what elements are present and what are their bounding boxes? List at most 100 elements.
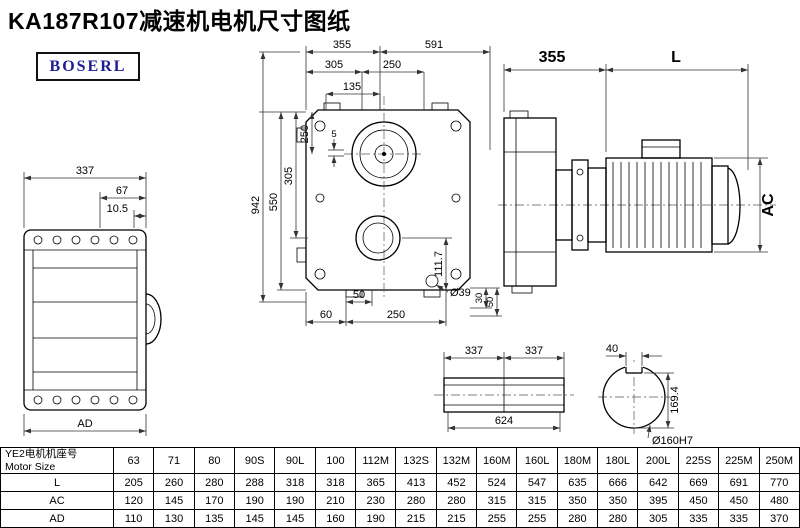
value-cell: 120	[112, 491, 155, 510]
dim-main-591: 591	[425, 39, 443, 51]
value-cell: 666	[597, 473, 639, 492]
value-cell: 280	[395, 491, 437, 510]
value-cell: 318	[314, 473, 357, 492]
column-header: 180M	[556, 447, 599, 474]
brand-logo-text: BOSERL	[49, 57, 127, 75]
value-cell: 215	[435, 509, 478, 528]
value-cell: 450	[677, 491, 720, 510]
column-header: 160M	[476, 447, 518, 474]
value-cell: 130	[153, 509, 195, 528]
bore-detail-view: 40 169.4 Ø160H7	[598, 343, 693, 447]
value-cell: 280	[193, 473, 236, 492]
column-header: 100	[314, 447, 357, 474]
value-cell: 305	[637, 509, 679, 528]
page-title: KA187R107减速机电机尺寸图纸	[8, 8, 351, 34]
dim-shaft-624: 624	[495, 415, 513, 427]
dim-main-942: 942	[250, 196, 262, 214]
label-bore-dia: Ø160H7	[652, 435, 693, 447]
dim-right-ac: AC	[760, 193, 777, 217]
brand-logo-box: BOSERL	[36, 52, 140, 81]
value-cell: 190	[274, 491, 316, 510]
column-header: 132S	[395, 447, 437, 474]
value-cell: 280	[556, 509, 599, 528]
value-cell: 110	[112, 509, 155, 528]
row-label: AD	[0, 509, 114, 528]
value-cell: 160	[314, 509, 357, 528]
dim-main-5: 5	[331, 129, 336, 140]
value-cell: 335	[718, 509, 760, 528]
value-cell: 315	[476, 491, 518, 510]
left-view: 337 67 10.5 AD	[23, 165, 162, 436]
row-label: L	[0, 473, 114, 492]
column-header: 90S	[234, 447, 276, 474]
dim-left-10-5: 10.5	[107, 203, 128, 215]
column-header: 225M	[718, 447, 760, 474]
value-cell: 524	[476, 473, 518, 492]
value-cell: 547	[516, 473, 558, 492]
motor-size-header-en: Motor Size	[5, 460, 56, 473]
value-cell: 190	[355, 509, 397, 528]
column-header: 225S	[677, 447, 720, 474]
value-cell: 450	[718, 491, 760, 510]
dim-main-50-bottom: 50	[353, 289, 365, 301]
value-cell: 370	[758, 509, 800, 528]
value-cell: 255	[516, 509, 558, 528]
technical-drawing: 337 67 10.5 AD	[23, 39, 777, 447]
value-cell: 135	[193, 509, 236, 528]
dim-left-337: 337	[76, 165, 94, 177]
value-cell: 315	[516, 491, 558, 510]
value-cell: 280	[597, 509, 639, 528]
value-cell: 288	[234, 473, 276, 492]
value-cell: 395	[637, 491, 679, 510]
column-header: 90L	[274, 447, 316, 474]
dim-shaft-337-b: 337	[525, 345, 543, 357]
dim-main-355: 355	[333, 39, 351, 51]
value-cell: 480	[758, 491, 800, 510]
value-cell: 350	[556, 491, 599, 510]
dim-right-355: 355	[539, 49, 566, 66]
value-cell: 642	[637, 473, 679, 492]
dim-left-67: 67	[116, 185, 128, 197]
dim-main-50-right: 50	[485, 297, 496, 308]
motor-size-header: YE2电机机座号 Motor Size	[0, 447, 114, 474]
main-view: 355 591 305 250 135 250 5 305 550 942	[250, 39, 502, 326]
shaft-detail-view: 337 337 624	[434, 345, 574, 432]
dim-left-ad: AD	[77, 418, 92, 430]
value-cell: 215	[395, 509, 437, 528]
dim-bore-169-4: 169.4	[669, 386, 681, 414]
value-cell: 210	[314, 491, 357, 510]
row-label: AC	[0, 491, 114, 510]
dim-bore-40: 40	[606, 343, 618, 355]
value-cell: 260	[153, 473, 195, 492]
value-cell: 145	[153, 491, 195, 510]
dim-main-111-7: 111.7	[433, 251, 445, 277]
dim-main-135: 135	[343, 81, 361, 93]
dim-main-250-left: 250	[299, 125, 311, 143]
value-cell: 350	[597, 491, 639, 510]
dim-main-250-top: 250	[383, 59, 401, 71]
dim-right-l: L	[671, 49, 681, 66]
value-cell: 635	[556, 473, 599, 492]
motor-size-header-cn: YE2电机机座号	[5, 448, 78, 461]
column-header: 250M	[758, 447, 800, 474]
value-cell: 365	[355, 473, 397, 492]
value-cell: 413	[395, 473, 437, 492]
value-cell: 145	[274, 509, 316, 528]
value-cell: 452	[435, 473, 478, 492]
dim-shaft-337-a: 337	[465, 345, 483, 357]
value-cell: 280	[435, 491, 478, 510]
column-header: 132M	[435, 447, 478, 474]
dim-main-250-bottom: 250	[387, 309, 405, 321]
dim-main-60: 60	[320, 309, 332, 321]
column-header: 63	[112, 447, 155, 474]
value-cell: 230	[355, 491, 397, 510]
column-header: 71	[153, 447, 195, 474]
value-cell: 190	[234, 491, 276, 510]
dim-main-305-top: 305	[325, 59, 343, 71]
value-cell: 318	[274, 473, 316, 492]
